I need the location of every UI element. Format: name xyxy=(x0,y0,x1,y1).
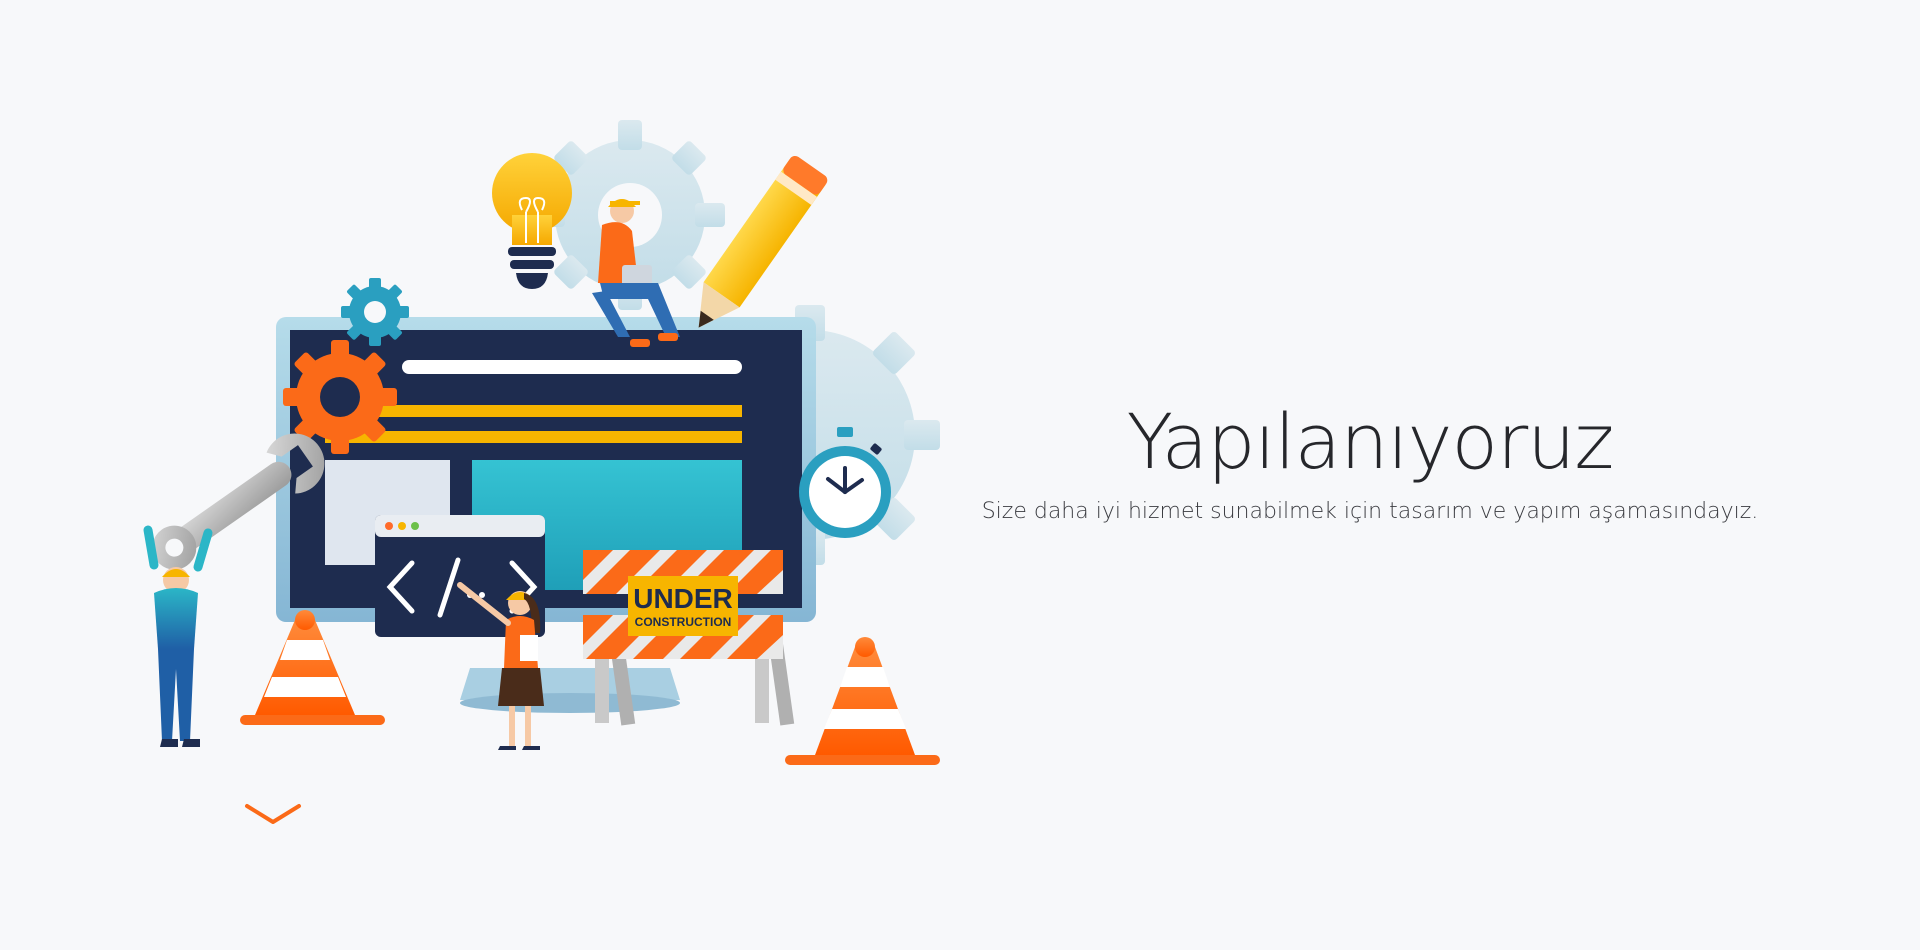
traffic-cone-icon xyxy=(240,610,385,725)
stopwatch-icon xyxy=(799,427,891,538)
page-title: Yapılanıyoruz xyxy=(1126,397,1615,486)
hero-text: Yapılanıyoruz Size daha iyi hizmet sunab… xyxy=(980,400,1760,526)
worker-figure xyxy=(143,525,213,747)
chevron-down-icon xyxy=(245,804,301,824)
page-subtitle: Size daha iyi hizmet sunabilmek için tas… xyxy=(981,498,1759,524)
construction-illustration: UNDER CONSTRUCTION xyxy=(140,115,960,835)
code-window xyxy=(375,515,545,637)
worker-figure xyxy=(457,582,544,750)
lightbulb-icon xyxy=(492,153,572,289)
pencil-icon xyxy=(698,155,828,328)
wrench-icon xyxy=(152,433,325,570)
worker-figure xyxy=(592,199,680,347)
gear-icon xyxy=(283,340,397,454)
traffic-cone-icon xyxy=(785,637,940,765)
scroll-down-button[interactable] xyxy=(243,800,303,830)
sign-text-under: UNDER xyxy=(633,583,733,614)
construction-barrier: UNDER CONSTRUCTION xyxy=(583,550,795,726)
gear-icon xyxy=(341,278,409,346)
sign-text-construction: CONSTRUCTION xyxy=(635,615,732,629)
